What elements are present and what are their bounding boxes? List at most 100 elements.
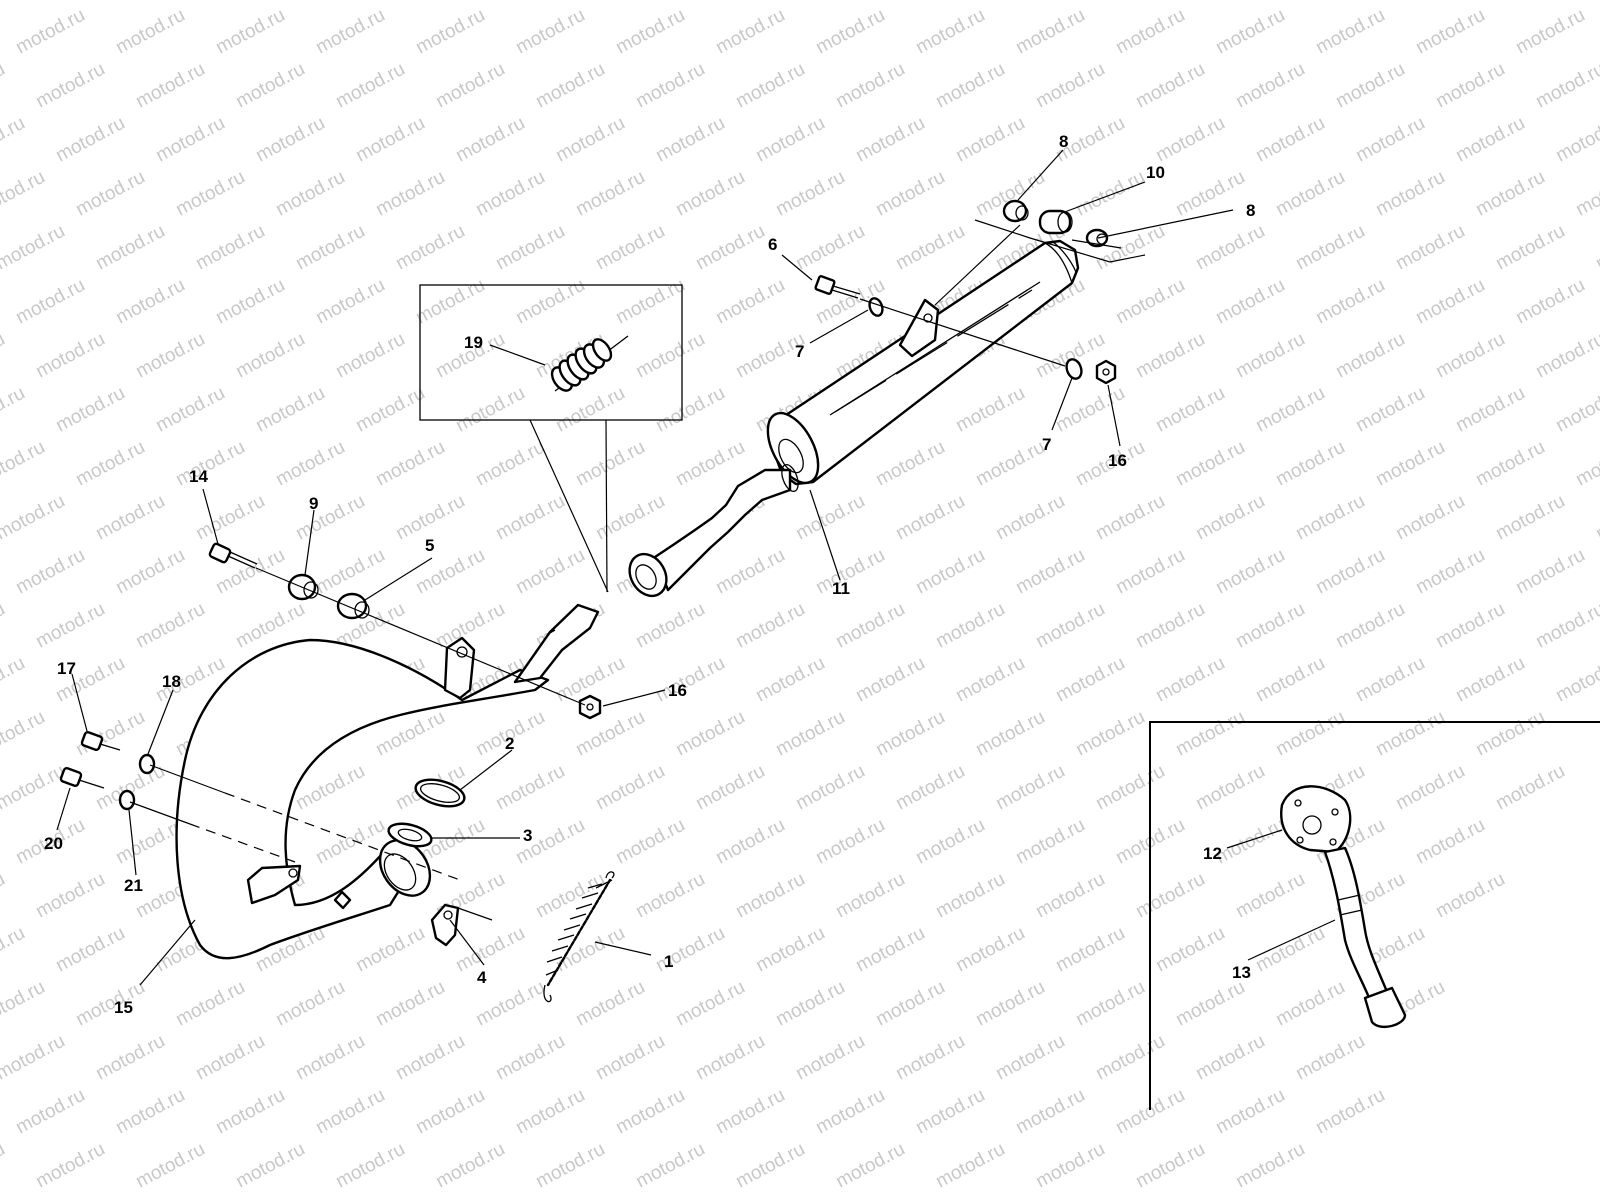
watermark-text: motod.ru — [32, 1139, 108, 1193]
part-13-hose — [1323, 846, 1407, 1029]
watermark-text: motod.ru — [672, 707, 748, 761]
watermark-text: motod.ru — [932, 599, 1008, 653]
watermark-text: motod.ru — [332, 329, 408, 383]
watermark-text: motod.ru — [952, 653, 1028, 707]
watermark-text: motod.ru — [0, 491, 69, 545]
watermark-text: motod.ru — [232, 1139, 308, 1193]
callout-12: 12 — [1203, 844, 1222, 863]
watermark-text: motod.ru — [792, 0, 868, 4]
watermark-text: motod.ru — [812, 5, 888, 59]
watermark-text: motod.ru — [1472, 437, 1548, 491]
watermark-text: motod.ru — [1232, 59, 1308, 113]
watermark-text: motod.ru — [292, 491, 368, 545]
part-2-o-ring — [414, 778, 466, 808]
watermark-text: motod.ru — [692, 221, 768, 275]
watermark-text: motod.ru — [1052, 383, 1128, 437]
watermark-text: motod.ru — [0, 1139, 9, 1193]
watermark-text: motod.ru — [912, 5, 988, 59]
watermark-text: motod.ru — [1552, 383, 1600, 437]
callout-14: 14 — [189, 467, 208, 486]
callout-7-bottom: 7 — [1042, 435, 1051, 454]
watermark-text: motod.ru — [1372, 707, 1448, 761]
watermark-text: motod.ru — [1212, 815, 1288, 869]
watermark-text: motod.ru — [1132, 1139, 1208, 1193]
watermark-text: motod.ru — [1152, 113, 1228, 167]
watermark-text: motod.ru — [452, 383, 528, 437]
watermark-text: motod.ru — [0, 113, 29, 167]
watermark-text: motod.ru — [972, 977, 1048, 1031]
watermark-text: motod.ru — [672, 977, 748, 1031]
watermark-text: motod.ru — [532, 869, 608, 923]
watermark-text: motod.ru — [1132, 59, 1208, 113]
watermark-text: motod.ru — [1472, 167, 1548, 221]
watermark-text: motod.ru — [472, 167, 548, 221]
part-8-bushing-right — [1085, 228, 1109, 248]
watermark-text: motod.ru — [712, 1085, 788, 1139]
watermark-text: motod.ru — [752, 653, 828, 707]
callout-16-top: 16 — [1108, 451, 1127, 470]
watermark-text: motod.ru — [812, 1085, 888, 1139]
watermark-text: motod.ru — [732, 59, 808, 113]
watermark-text: motod.ru — [1012, 1085, 1088, 1139]
watermark-text: motod.ru — [12, 5, 88, 59]
watermark-text: motod.ru — [112, 545, 188, 599]
watermark-text: motod.ru — [172, 167, 248, 221]
watermark-text: motod.ru — [632, 329, 708, 383]
watermark-text: motod.ru — [992, 491, 1068, 545]
watermark-text: motod.ru — [212, 275, 288, 329]
watermark-text: motod.ru — [272, 167, 348, 221]
watermark-text: motod.ru — [1092, 491, 1168, 545]
part-11-muffler — [628, 239, 1080, 598]
watermark-text: motod.ru — [632, 59, 708, 113]
watermark-text: motod.ru — [192, 491, 268, 545]
watermark-text: motod.ru — [512, 5, 588, 59]
watermark-text: motod.ru — [1492, 0, 1568, 4]
watermark-text: motod.ru — [1272, 977, 1348, 1031]
watermark-text: motod.ru — [1572, 437, 1600, 491]
watermark-text: motod.ru — [792, 761, 868, 815]
watermark-text: motod.ru — [712, 815, 788, 869]
watermark-text: motod.ru — [632, 869, 708, 923]
watermark-text: motod.ru — [1412, 5, 1488, 59]
watermark-text: motod.ru — [1152, 923, 1228, 977]
watermark-text: motod.ru — [1032, 1139, 1108, 1193]
watermark-text: motod.ru — [92, 221, 168, 275]
watermark-text: motod.ru — [1012, 545, 1088, 599]
watermark-text: motod.ru — [0, 221, 69, 275]
watermark-text: motod.ru — [632, 1139, 708, 1193]
watermark-text: motod.ru — [1172, 167, 1248, 221]
part-17-bolt — [80, 730, 121, 752]
watermark-text: motod.ru — [92, 0, 168, 4]
watermark-text: motod.ru — [192, 1031, 268, 1085]
part-5-bushing — [336, 592, 370, 620]
watermark-text: motod.ru — [0, 707, 49, 761]
watermark-text: motod.ru — [372, 167, 448, 221]
watermark-text: motod.ru — [312, 545, 388, 599]
watermark-text: motod.ru — [412, 5, 488, 59]
watermark-text: motod.ru — [0, 599, 9, 653]
watermark-text: motod.ru — [332, 59, 408, 113]
watermark-text: motod.ru — [192, 221, 268, 275]
callout-11: 11 — [832, 579, 850, 598]
watermark-text: motod.ru — [292, 0, 368, 4]
watermark-text: motod.ru — [672, 167, 748, 221]
watermark-text: motod.ru — [1092, 1031, 1168, 1085]
watermark-text: motod.ru — [932, 869, 1008, 923]
watermark-text: motod.ru — [1432, 869, 1508, 923]
watermark-text: motod.ru — [1232, 869, 1308, 923]
watermark-text: motod.ru — [1212, 1085, 1288, 1139]
callout-5: 5 — [425, 536, 434, 555]
watermark-text: motod.ru — [512, 1085, 588, 1139]
watermark-text: motod.ru — [72, 437, 148, 491]
watermark-text: motod.ru — [412, 1085, 488, 1139]
spring-detail-box — [419, 284, 683, 593]
part-16-nut-top — [1095, 359, 1117, 385]
watermark-text: motod.ru — [352, 383, 428, 437]
watermark-text: motod.ru — [1492, 221, 1568, 275]
watermark-text: motod.ru — [852, 113, 928, 167]
watermark-text: motod.ru — [612, 275, 688, 329]
watermark-text: motod.ru — [1272, 167, 1348, 221]
watermark-text: motod.ru — [1452, 653, 1528, 707]
watermark-text: motod.ru — [0, 59, 9, 113]
watermark-text: motod.ru — [792, 221, 868, 275]
